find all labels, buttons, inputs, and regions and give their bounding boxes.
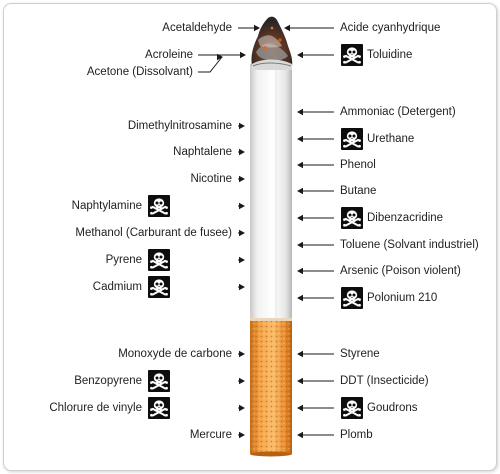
arrowhead-right-dibenzacridine: [297, 215, 303, 221]
arrowhead-right-ddt-insecticide: [297, 378, 303, 384]
arrowhead-right-polonium-210: [297, 295, 303, 301]
arrowhead-right-styrene: [297, 351, 303, 357]
arrowhead-left-dimethylnitrosamine: [239, 123, 245, 129]
arrowhead-left-cadmium: [239, 284, 245, 290]
arrowhead-left-benzopyrene: [239, 378, 245, 384]
arrowhead-left-naphtalene: [239, 149, 245, 155]
skull-crossbones-icon: [148, 370, 170, 392]
label-right-polonium-210: Polonium 210: [367, 291, 437, 305]
skull-crossbones-icon: [341, 207, 363, 229]
label-left-naphtylamine: Naphtylamine: [72, 199, 142, 213]
arrowhead-left-monoxyde-de-carbone: [239, 351, 245, 357]
arrowhead-left-nicotine: [239, 176, 245, 182]
label-left-cadmium: Cadmium: [93, 280, 142, 294]
label-left-mercure: Mercure: [190, 428, 232, 442]
arrowhead-left-mercure: [239, 432, 245, 438]
skull-crossbones-icon: [148, 397, 170, 419]
label-left-acetone-dissolvant: Acetone (Dissolvant): [87, 65, 193, 79]
arrowhead-right-phenol: [297, 162, 303, 168]
label-right-toluene-solvant-industriel: Toluene (Solvant industriel): [340, 238, 479, 252]
skull-crossbones-icon: [148, 195, 170, 217]
arrowhead-right-butane: [297, 188, 303, 194]
label-left-acetaldehyde: Acetaldehyde: [162, 21, 232, 35]
arrowhead-right-toluene-solvant-industriel: [297, 242, 303, 248]
label-right-acide-cyanhydrique: Acide cyanhydrique: [340, 21, 440, 35]
label-right-toluidine: Toluidine: [367, 48, 412, 62]
skull-crossbones-icon: [148, 276, 170, 298]
label-right-goudrons: Goudrons: [367, 401, 418, 415]
arrowhead-right-plomb: [297, 432, 303, 438]
skull-crossbones-icon: [341, 287, 363, 309]
label-left-pyrene: Pyrene: [106, 253, 142, 267]
label-left-methanol-carburant-de-fusee: Methanol (Carburant de fusee): [75, 226, 232, 240]
label-right-dibenzacridine: Dibenzacridine: [367, 211, 443, 225]
label-right-butane: Butane: [340, 184, 376, 198]
skull-crossbones-icon: [341, 128, 363, 150]
arrowhead-right-goudrons: [297, 405, 303, 411]
skull-crossbones-icon: [148, 249, 170, 271]
arrowhead-left-acetaldehyde: [254, 25, 260, 31]
arrowhead-left-naphtylamine: [239, 203, 245, 209]
label-left-naphtalene: Naphtalene: [173, 145, 232, 159]
arrowhead-right-ammoniac-detergent: [297, 109, 303, 115]
arrowhead-right-arsenic-poison-violent: [297, 268, 303, 274]
label-right-plomb: Plomb: [340, 428, 373, 442]
arrowhead-right-urethane: [297, 136, 303, 142]
arrowhead-left-methanol-carburant-de-fusee: [239, 230, 245, 236]
label-right-styrene: Styrene: [340, 347, 380, 361]
label-left-nicotine: Nicotine: [190, 172, 232, 186]
arrowhead-left-chlorure-de-vinyle: [239, 405, 245, 411]
label-left-acroleine: Acroleine: [145, 48, 193, 62]
arrowhead-right-acide-cyanhydrique: [284, 25, 290, 31]
label-left-benzopyrene: Benzopyrene: [74, 374, 142, 388]
skull-crossbones-icon: [341, 44, 363, 66]
label-right-arsenic-poison-violent: Arsenic (Poison violent): [340, 264, 461, 278]
label-left-chlorure-de-vinyle: Chlorure de vinyle: [49, 401, 142, 415]
label-left-dimethylnitrosamine: Dimethylnitrosamine: [128, 119, 232, 133]
label-right-phenol: Phenol: [340, 158, 376, 172]
label-right-ddt-insecticide: DDT (Insecticide): [340, 374, 429, 388]
label-right-ammoniac-detergent: Ammoniac (Detergent): [340, 105, 456, 119]
arrowhead-right-toluidine: [297, 52, 303, 58]
label-right-urethane: Urethane: [367, 132, 414, 146]
skull-crossbones-icon: [341, 397, 363, 419]
burning-tip: [251, 17, 292, 70]
label-left-monoxyde-de-carbone: Monoxyde de carbone: [118, 347, 232, 361]
arrowhead-left-acroleine: [240, 52, 246, 58]
cigarette-paper: [250, 64, 292, 320]
arrowhead-left-pyrene: [239, 257, 245, 263]
